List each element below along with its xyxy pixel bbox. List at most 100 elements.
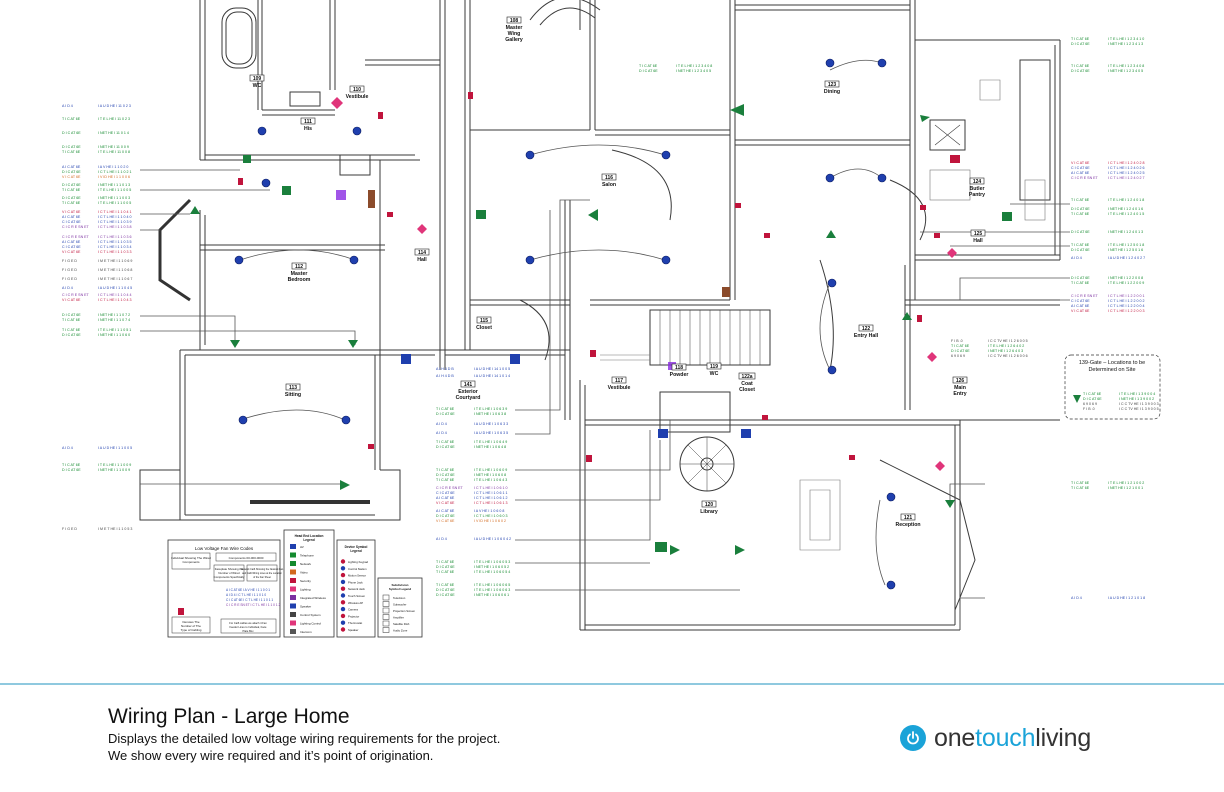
wire-label-right-code: D I C AT 6E xyxy=(1071,276,1090,280)
walls xyxy=(139,0,1061,631)
legend-item: Lighting Control xyxy=(300,622,321,626)
wire-label-mid-id: I A U D HE I 14 1 0 0 5 xyxy=(474,367,510,371)
wire-label-left-code: A I C AT 6E xyxy=(62,215,81,219)
room-number: 113 xyxy=(289,385,297,391)
legend-swatch xyxy=(382,601,390,607)
legend-item: Satellite Dish xyxy=(393,622,410,626)
legend-text: Number of Wired xyxy=(218,571,240,575)
wire-label-mid-id: I NET HE I 1 0 6 0 5 2 xyxy=(474,565,509,569)
legend-item: Camera xyxy=(348,608,358,612)
wire-label-mid-code: T I C AT 6E xyxy=(436,560,455,564)
wire-label-right-id: I C T L HE I 1 2 2 0 0 3 xyxy=(1108,309,1145,313)
wire-label-mid-code: A I C AT 6E xyxy=(436,496,455,500)
wire-label-right-code: V I C AT 6E xyxy=(1071,309,1090,313)
wire-label-left-id: I NET HE I 1 1 0 7 4 xyxy=(98,318,130,322)
legend-text: and Cat6 Wiring Lines at the Location xyxy=(242,572,283,575)
legend-item: Projection Screen xyxy=(393,609,416,613)
wire-label-left-id: I A V HE I 1 1 0 2 0 xyxy=(98,165,128,169)
wire-label-mid-id: I NET HE I 1 0 6 4 8 xyxy=(474,445,506,449)
room-number-box xyxy=(506,16,522,24)
wire-label-left-code: D I C AT 6E xyxy=(62,145,81,149)
room-name: His xyxy=(304,126,312,132)
legend-item: Amplifier xyxy=(393,616,404,620)
wire-label-left-id: I T E L HE I 1 1 0 0 5 xyxy=(98,188,131,192)
legend-title: Legend xyxy=(303,538,314,542)
wire-label-entry-code: T I C AT 6E xyxy=(951,344,970,348)
room-number-box xyxy=(349,85,365,93)
wire-label-left-code: D I C AT 6E xyxy=(62,333,81,337)
wire-label-left-id: I T E L HE I 11 0 2 3 xyxy=(98,117,130,121)
wire-label-right-code: A I C AT 6E xyxy=(1071,304,1090,308)
legend-swatch xyxy=(382,607,390,614)
wire-label-mid-code: V I C AT 6E xyxy=(436,519,455,523)
wire-label-left-code: A I C AT 6E xyxy=(62,240,81,244)
wire-label-right-id: I NET HE I 1 2 4 0 1 3 xyxy=(1108,230,1143,234)
wire-label-mid-code: A I C AT 6E xyxy=(436,509,455,513)
wire-label-left-code: V I C AT 6E xyxy=(62,298,81,302)
gate-box-title: 139-Gate – Locations to be xyxy=(1079,360,1145,366)
wire-label-mid-id: I T E L HE I 1 0 6 0 5 3 xyxy=(474,560,510,564)
room-name: Coat xyxy=(741,381,753,387)
wire-label-left-id: I C T L HE I 1 1 0 3 9 xyxy=(98,220,132,224)
room-name: Library xyxy=(700,509,718,515)
wire-label-left-id: I C T L HE I 1 1 0 4 1 xyxy=(98,210,132,214)
legend-item: Television xyxy=(393,596,406,600)
wire-label-left-code: V I C AT 6E xyxy=(62,175,81,179)
wire-label-right-id: I C T L HE I 1 2 4 0 2 6 xyxy=(1108,166,1145,170)
wire-label-entry-code: 6 9 0 6 9 xyxy=(951,354,965,358)
svg-text:Low Voltage Fan Wire Codes: Low Voltage Fan Wire Codes xyxy=(195,546,254,551)
room-name: Master xyxy=(291,271,308,277)
room-number-box xyxy=(738,372,756,380)
legend-title: Device Symbol xyxy=(345,545,368,549)
wire-label-mid-code: T I C AT 6E xyxy=(436,468,455,472)
room-name: Closet xyxy=(476,325,492,331)
wire-label-mid-id: I T E L HE I 1 0 6 0 6 5 xyxy=(474,583,510,587)
gate-code: T I C AT 6E xyxy=(1083,392,1102,396)
legend-text: Network Cat6 Showing the Network Fan xyxy=(241,568,284,571)
wire-label-left-code: D I C AT 6E xyxy=(62,131,81,135)
legend-swatch xyxy=(340,613,346,619)
room-number: 121 xyxy=(904,515,913,521)
wire-label-right-id: I T E L HE I 1 2 5 0 1 8 xyxy=(1108,243,1144,247)
legend-code: C I C AT 6E I C T L HE I 1 1 0 1 1 xyxy=(226,598,273,602)
room-number: 114 xyxy=(418,250,426,256)
wire-label-left-id: I NET HE I 1 1 0 0 3 xyxy=(98,196,130,200)
wire-label-left-id: I C T L HE I 1 1 0 2 1 xyxy=(98,170,132,174)
legend-item: AV xyxy=(300,545,304,549)
page-description-line-1: Displays the detailed low voltage wiring… xyxy=(108,731,501,746)
wire-label-mid-id: I C T L HE I 1 0 6 1 1 xyxy=(474,491,508,495)
room-number-box xyxy=(460,380,476,388)
wire-label-right-code: D I C AT 6E xyxy=(1071,230,1090,234)
wire-label-left-id: I C T L HE I 1 1 0 4 0 xyxy=(98,215,132,219)
gate-code: D I C AT 6E xyxy=(1083,397,1102,401)
legend-swatch xyxy=(340,600,346,605)
room-number-box xyxy=(970,229,986,237)
legend-text: Type of Cabling xyxy=(181,628,202,632)
wire-label-right-id: I C T L HE I 1 2 2 0 0 1 xyxy=(1108,294,1145,298)
wire-label-left-id: I C T L HE I 1 1 0 3 5 xyxy=(98,240,132,244)
legend-item: Video xyxy=(300,571,308,575)
room-name: Closet xyxy=(739,387,755,393)
legend-text: Number of The xyxy=(181,624,201,628)
gate-id: I C C TV HE I 1 3 9 0 0 5 xyxy=(1119,407,1159,411)
wire-label-mid-code: D I C AT 6E xyxy=(436,593,455,597)
wire-label-mid-code: A I D 4 xyxy=(436,537,447,541)
room-number-box xyxy=(969,177,985,185)
wire-label-mid-code: A I H 4 D B xyxy=(436,374,454,378)
wire-label-left-code: C I C AT 6E xyxy=(62,220,81,224)
wire-label-left-id: I T E L HE I 1 1 0 0 5 xyxy=(98,201,131,205)
room-number: 124 xyxy=(973,179,982,185)
room-name: Vestibule xyxy=(346,94,369,100)
room-name: Hall xyxy=(417,257,427,263)
room-number-box xyxy=(952,376,968,384)
wire-label-mid-id: I A V HE I 1 0 6 0 8 xyxy=(474,509,504,513)
wire-label-right-id: I T E L HE I 1 2 3 4 1 0 xyxy=(1108,37,1144,41)
footer-divider xyxy=(0,683,1224,685)
legend-item: Network Jack xyxy=(348,587,365,591)
legend-text: Faceplate Showing the xyxy=(215,567,244,571)
room-number: 109 xyxy=(253,76,262,82)
legend-item: Integrated Wireless xyxy=(300,596,326,600)
wire-label-right-id: I NET HE I 1 2 4 0 1 6 xyxy=(1108,207,1143,211)
